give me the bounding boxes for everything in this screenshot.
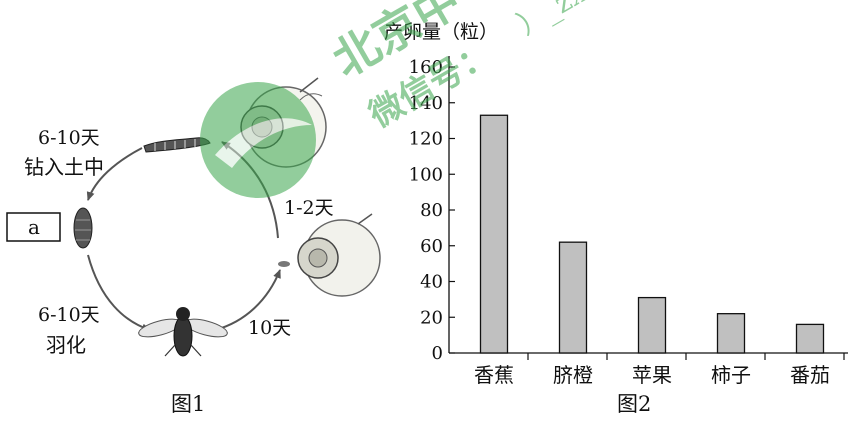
x-category-label: 脐橙 [553, 363, 593, 387]
y-tick-label: 60 [420, 236, 443, 257]
pupa-answer-box [6, 212, 61, 242]
y-tick-label: 140 [409, 93, 443, 114]
y-axis-label: 产卵量（粒） [384, 21, 498, 43]
y-tick-label: 80 [420, 200, 443, 221]
y-tick-label: 40 [420, 272, 443, 293]
watermark: 北京中 微信号： ）_zx [200, 0, 592, 198]
pupa-illustration [73, 207, 93, 249]
label-larva-duration: 6-10天 [38, 127, 100, 149]
arrow-larva-to-pupa [86, 147, 143, 201]
figure2-caption: 图2 [617, 392, 651, 416]
figure2-bar-chart: 产卵量（粒） 020406080100120140160 香蕉脐橙苹果柿子番茄 … [384, 21, 848, 416]
label-larva-action: 钻入土中 [24, 155, 104, 179]
label-egg-to-larva-duration: 1-2天 [284, 197, 334, 219]
y-tick-label: 100 [409, 164, 443, 185]
bar-4 [795, 323, 825, 354]
arrow-adult-to-egg [214, 269, 281, 331]
x-category-label: 苹果 [632, 363, 672, 387]
label-pupa-duration: 6-10天 [38, 304, 100, 326]
adult-fly-illustration [138, 307, 228, 357]
x-category-label: 香蕉 [474, 363, 514, 387]
watermark-logo [200, 82, 316, 198]
bar-3 [716, 313, 746, 354]
bar-1 [558, 241, 588, 354]
figure1-life-cycle: 1-2天 6-10天 钻入土中 a 6-10天 羽化 10天 图1 [6, 77, 381, 416]
watermark-text-tail: ）_zx [512, 0, 592, 41]
fruit-with-egg-illustration [278, 213, 381, 297]
y-tick-label: 20 [420, 307, 443, 328]
y-tick-label: 0 [432, 343, 443, 364]
label-adult-to-egg-duration: 10天 [248, 317, 291, 339]
arrow-pupa-to-adult [87, 254, 151, 332]
x-category-label: 柿子 [711, 363, 751, 387]
watermark-logo-swoosh [215, 118, 312, 168]
bar-2 [637, 296, 667, 354]
x-axis-tick-labels: 香蕉 脐橙 苹果 柿子 番茄 [474, 353, 845, 387]
y-tick-label: 120 [409, 129, 443, 150]
y-tick-label: 160 [409, 57, 443, 78]
figure1-caption: 图1 [171, 392, 205, 416]
label-pupa-blank: a [28, 215, 40, 239]
bar-0 [479, 114, 509, 354]
bars [479, 114, 825, 354]
label-pupa-action: 羽化 [46, 333, 86, 357]
x-category-label: 番茄 [790, 363, 830, 387]
y-axis-ticks: 0 20 40 60 80 100 120 140 160 [409, 57, 455, 364]
